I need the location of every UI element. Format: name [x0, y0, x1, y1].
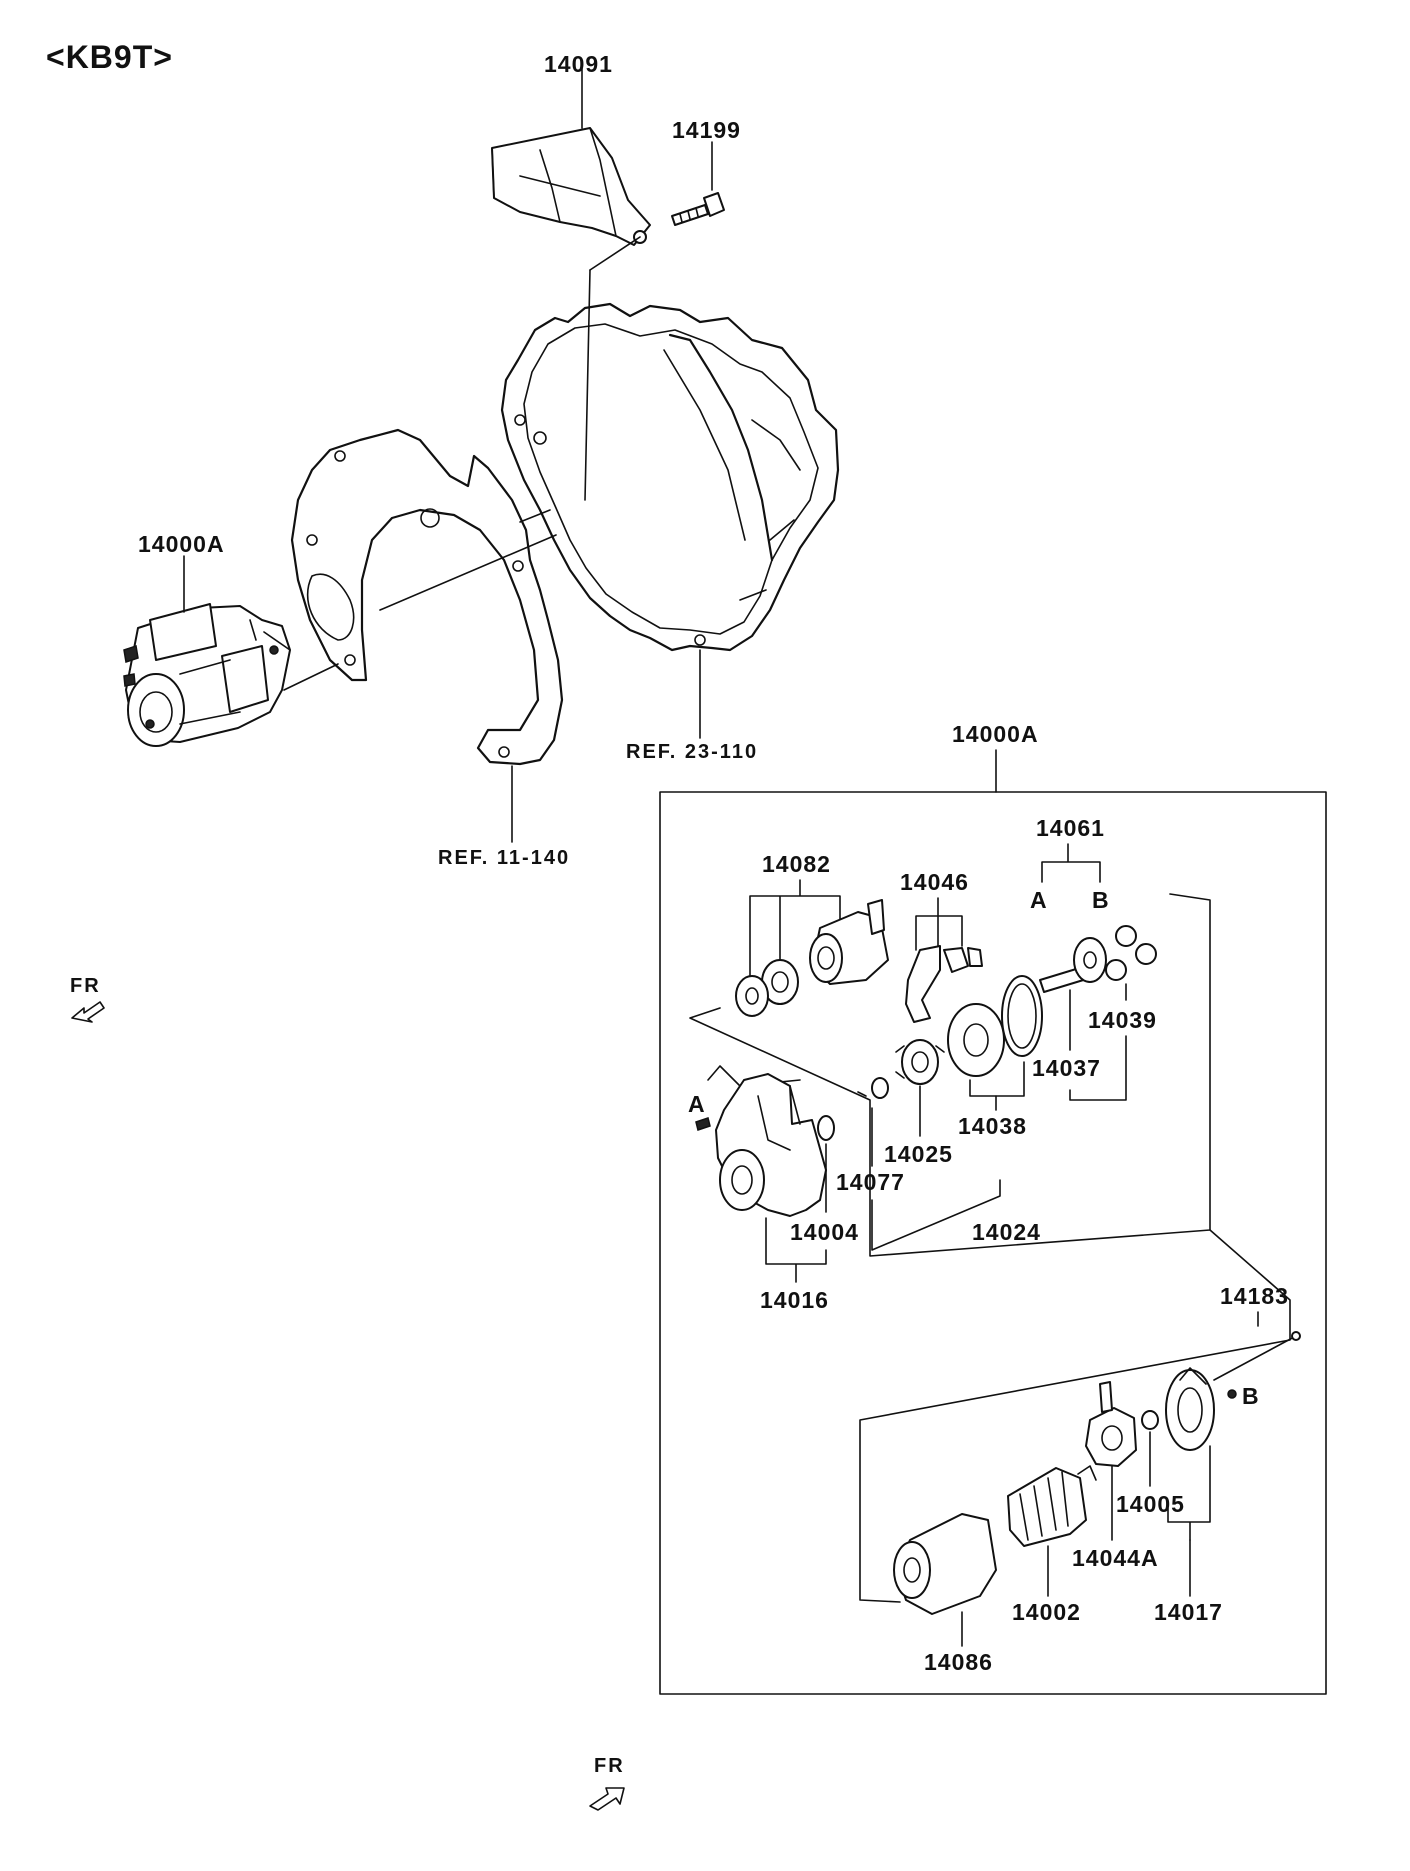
label-14000a-main: 14000A: [138, 531, 225, 557]
label-14039: 14039: [1088, 1007, 1157, 1033]
label-14025: 14025: [884, 1141, 953, 1167]
fr-arrow-left-icon: [71, 1001, 105, 1023]
marker-b-side: B: [1242, 1383, 1260, 1409]
stop-ring-14077[interactable]: [857, 1077, 889, 1099]
front-housing-14016[interactable]: [695, 1073, 835, 1217]
through-bolt-14183[interactable]: [1213, 1331, 1301, 1381]
label-14044a: 14044A: [1072, 1545, 1159, 1571]
washer-set-14039[interactable]: [1105, 925, 1157, 981]
marker-a-top: A: [1030, 887, 1048, 913]
label-14091: 14091: [544, 51, 613, 77]
exploded-view-box: [659, 791, 1327, 1695]
label-14061: 14061: [1036, 815, 1105, 841]
label-14016: 14016: [760, 1287, 829, 1313]
label-14004: 14004: [790, 1219, 859, 1245]
fr-label-bottom: FR: [594, 1755, 625, 1777]
bracket-14091[interactable]: [491, 127, 651, 501]
label-14183: 14183: [1220, 1283, 1289, 1309]
label-14077: 14077: [836, 1169, 905, 1195]
label-14199: 14199: [672, 117, 741, 143]
label-14086: 14086: [924, 1649, 993, 1675]
marker-a-side: A: [688, 1091, 706, 1117]
label-14000a-box: 14000A: [952, 721, 1039, 747]
solenoid-14082[interactable]: [735, 899, 889, 1017]
armature-14002[interactable]: [1007, 1465, 1097, 1547]
fr-label-left: FR: [70, 975, 101, 997]
yoke-14086[interactable]: [893, 1513, 997, 1615]
pinion-14025[interactable]: [895, 1039, 945, 1085]
label-14082: 14082: [762, 851, 831, 877]
label-14024: 14024: [972, 1219, 1041, 1245]
drive-lever-14046[interactable]: [905, 945, 983, 1023]
diagram-title: <KB9T>: [46, 39, 173, 75]
starter-motor-assembly[interactable]: [123, 603, 339, 747]
brush-holder-14044a[interactable]: [1085, 1381, 1137, 1467]
label-14002: 14002: [1012, 1599, 1081, 1625]
fr-arrow-bottom-icon: [589, 1787, 625, 1811]
rear-bracket-14017[interactable]: [1165, 1367, 1215, 1451]
shaft-14037[interactable]: [1039, 937, 1107, 993]
label-14017: 14017: [1154, 1599, 1223, 1625]
label-14005: 14005: [1116, 1491, 1185, 1517]
label-14046: 14046: [900, 869, 969, 895]
planetary-gear-14038[interactable]: [947, 975, 1043, 1077]
ref-23-110[interactable]: REF. 23-110: [626, 741, 758, 763]
label-14038: 14038: [958, 1113, 1027, 1139]
transmission-bell-housing[interactable]: [500, 302, 840, 652]
ref-11-140[interactable]: REF. 11-140: [438, 847, 570, 869]
engine-rear-plate[interactable]: [290, 428, 564, 766]
label-14037: 14037: [1032, 1055, 1101, 1081]
bushing-14005[interactable]: [1141, 1410, 1159, 1430]
marker-b-top: B: [1092, 887, 1110, 913]
bolt-14199[interactable]: [671, 192, 725, 226]
